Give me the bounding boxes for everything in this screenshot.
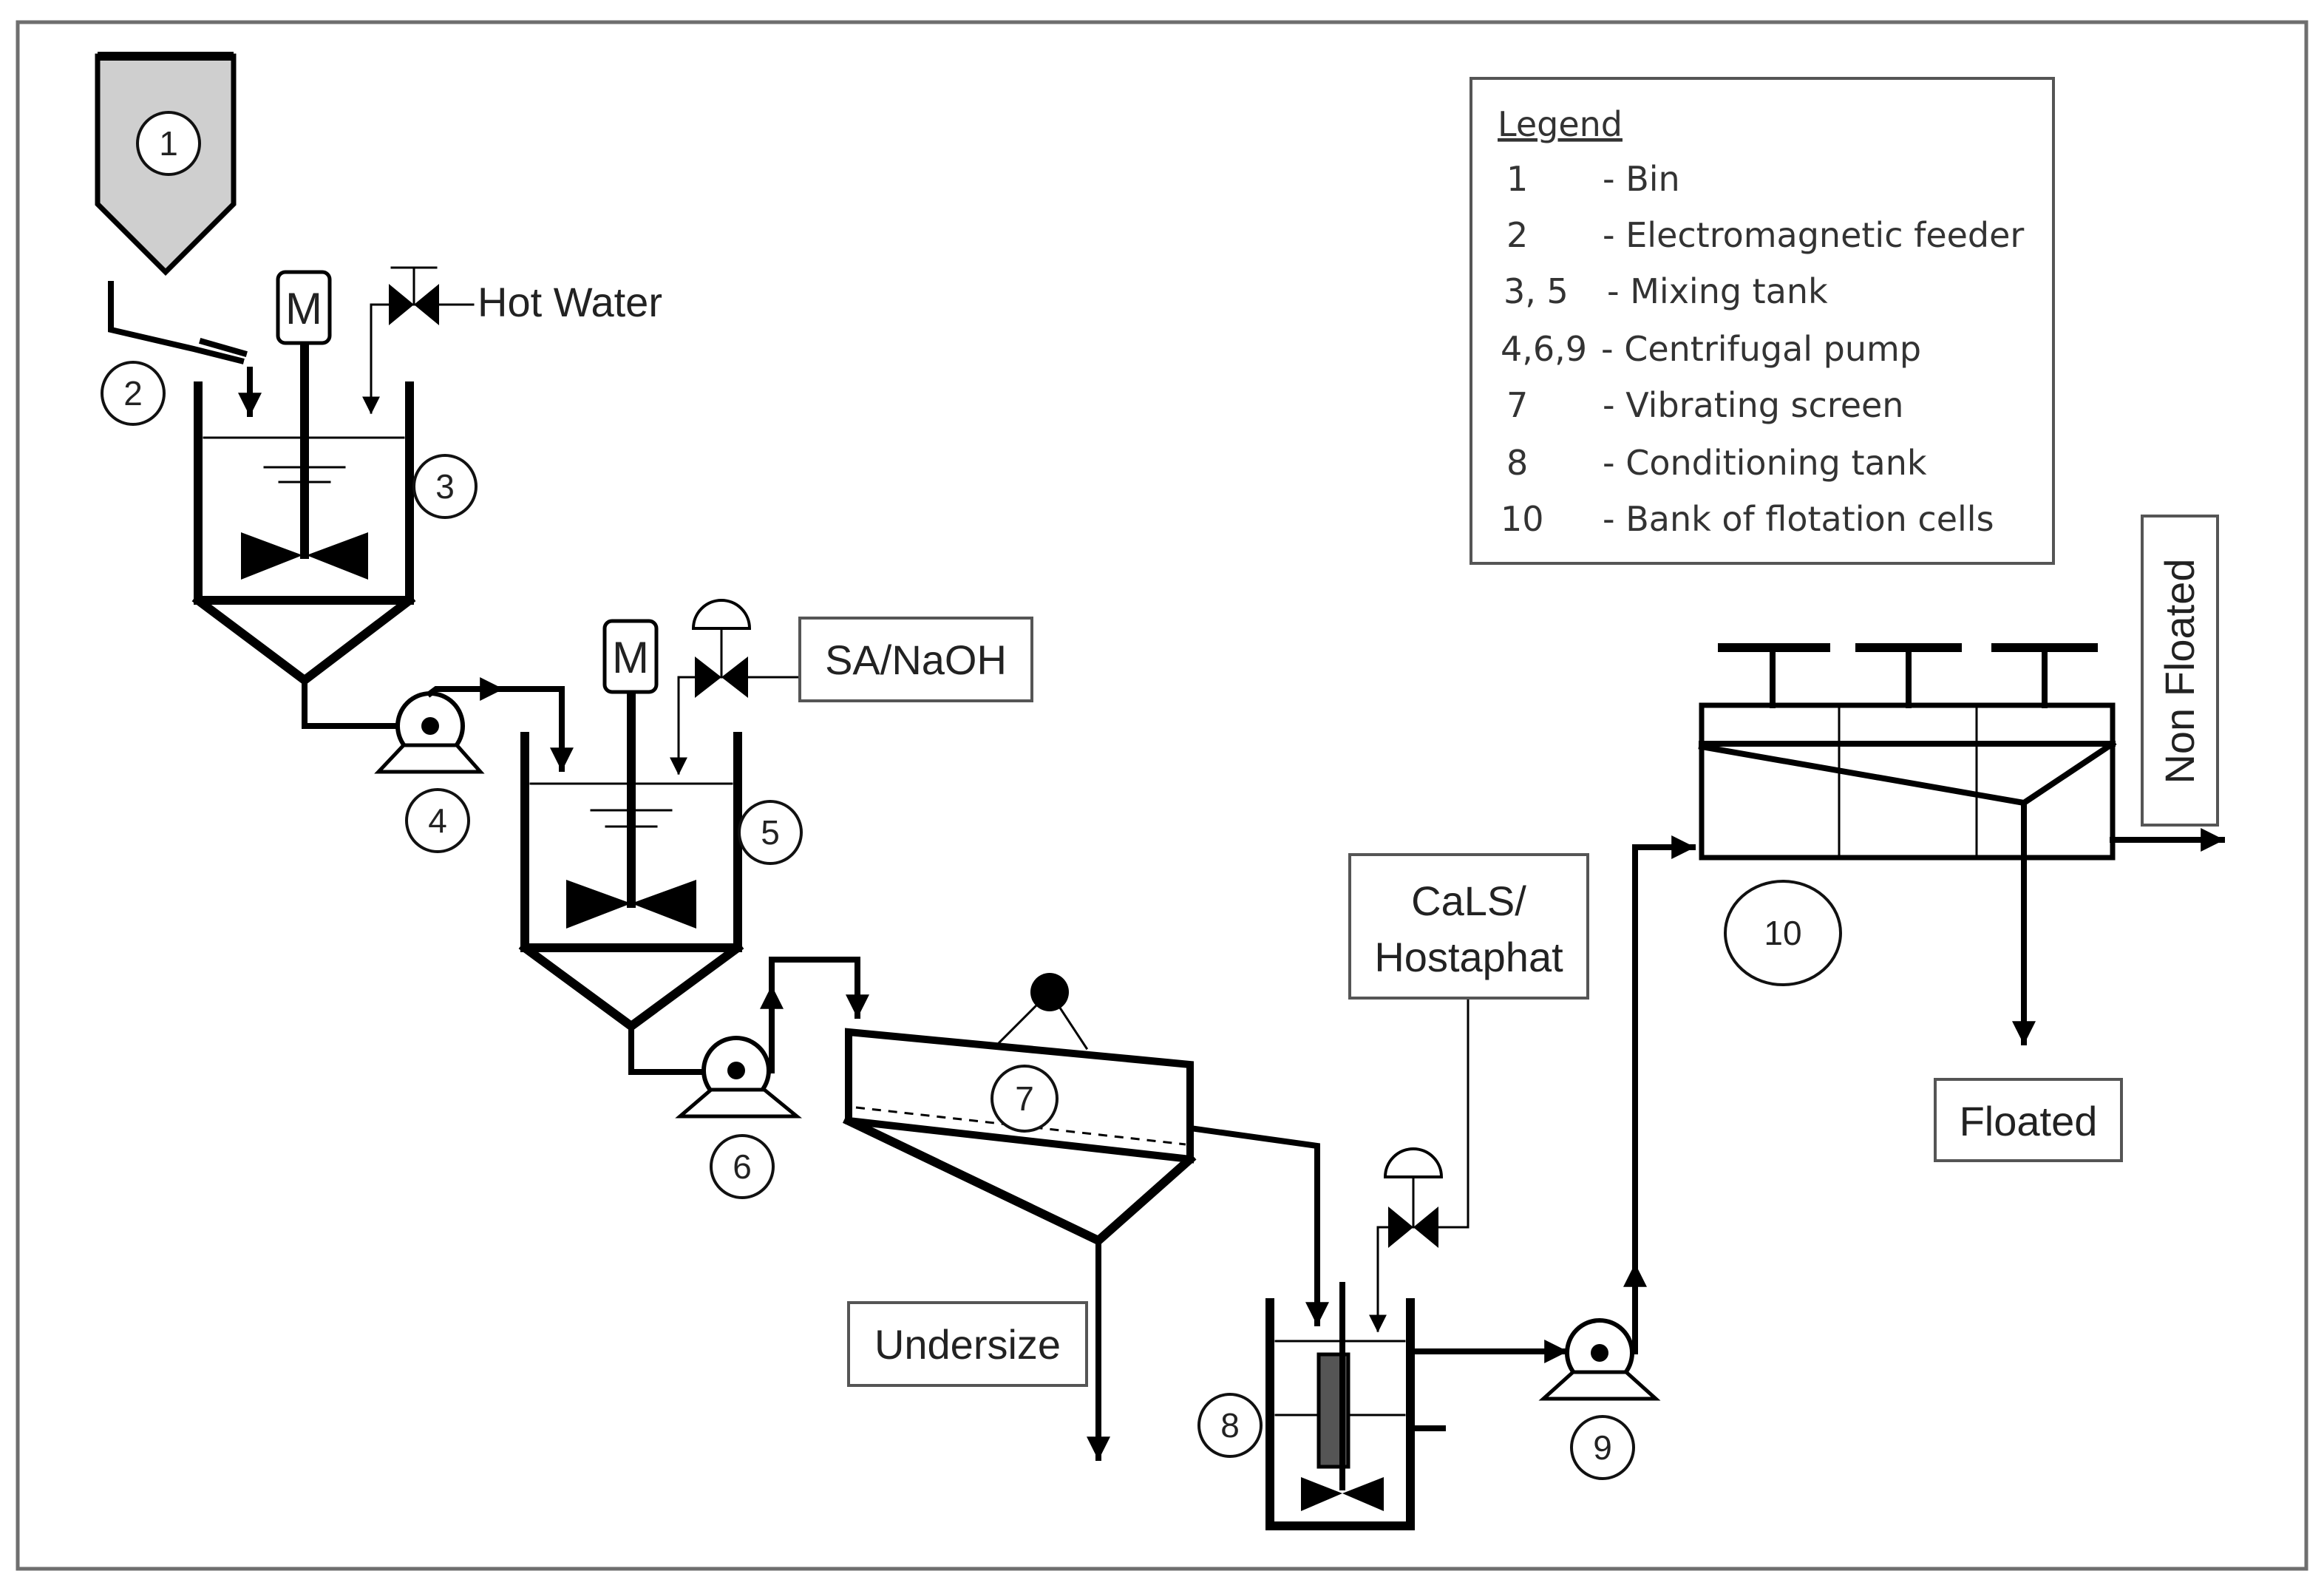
legend-desc: - Bin — [1603, 159, 1680, 199]
conditioning-tank-number: 8 — [1220, 1406, 1240, 1445]
legend-box — [1470, 77, 2055, 565]
sa-naoh-label: SA/NaOH — [825, 637, 1007, 683]
sa-naoh-box — [798, 617, 1033, 702]
bin: 1 — [95, 52, 237, 276]
flotation-cells: 10 — [1698, 643, 2117, 986]
undersize-box — [847, 1301, 1088, 1387]
pump-9-number: 9 — [1593, 1428, 1612, 1467]
cals-label-line1: CaLS/ — [1411, 878, 1526, 924]
non-floated-box — [2141, 515, 2219, 827]
legend-desc: - Conditioning tank — [1603, 443, 1927, 483]
legend-key: 1 — [1506, 159, 1528, 199]
mixing-tank-5-number: 5 — [761, 813, 780, 852]
motor-label-5: M — [612, 633, 649, 682]
legend-desc: - Bank of flotation cells — [1603, 499, 1994, 539]
legend-key: 7 — [1506, 385, 1528, 425]
pump-6-number: 6 — [733, 1147, 752, 1186]
vibrating-screen: 7 — [842, 973, 1197, 1246]
screen-number: 7 — [1015, 1079, 1034, 1118]
hot-water-label: Hot Water — [478, 279, 662, 325]
undersize-label: Undersize — [874, 1321, 1061, 1368]
sa-naoh-valve: SA/NaOH — [670, 599, 1033, 776]
pump-4-number: 4 — [428, 801, 447, 840]
legend-desc: - Mixing tank — [1607, 271, 1828, 311]
cals-label-line2: Hostaphat — [1374, 934, 1563, 980]
legend-title: Legend — [1498, 104, 1623, 144]
legend-key: 10 — [1501, 499, 1544, 539]
legend-desc: - Vibrating screen — [1603, 385, 1903, 425]
motor-label-3: M — [285, 284, 322, 333]
legend-desc: - Electromagnetic feeder — [1603, 215, 2024, 255]
non-floated-label: Non Floated — [2156, 558, 2203, 784]
centrifugal-pump-4: 4 — [374, 691, 485, 853]
legend-key: 3, 5 — [1504, 271, 1569, 311]
legend-key: 8 — [1506, 443, 1528, 483]
centrifugal-pump-9: 9 — [1538, 1318, 1661, 1480]
legend-key: 2 — [1506, 215, 1528, 255]
cals-box — [1348, 853, 1589, 1000]
mixing-tank-3-number: 3 — [435, 467, 455, 506]
mixing-tank-5: M 5 — [518, 619, 803, 1032]
conditioning-tank: 8 — [1197, 1282, 1446, 1530]
legend: Legend 1 - Bin 2 - Electromagnetic feede… — [1470, 77, 2055, 565]
centrifugal-pump-6: 6 — [675, 1036, 803, 1199]
flotation-cells-number: 10 — [1764, 914, 1801, 952]
bin-number: 1 — [159, 124, 178, 163]
electromagnetic-feeder: 2 — [101, 281, 262, 426]
cals-valve: CaLS/ Hostaphat — [1348, 853, 1589, 1333]
feeder-number: 2 — [123, 374, 143, 413]
legend-desc: - Centrifugal pump — [1601, 329, 1921, 369]
legend-key: 4,6,9 — [1501, 329, 1587, 369]
floated-label: Floated — [1960, 1098, 2098, 1144]
hot-water-valve: Hot Water — [362, 266, 662, 415]
floated-box — [1934, 1078, 2123, 1162]
